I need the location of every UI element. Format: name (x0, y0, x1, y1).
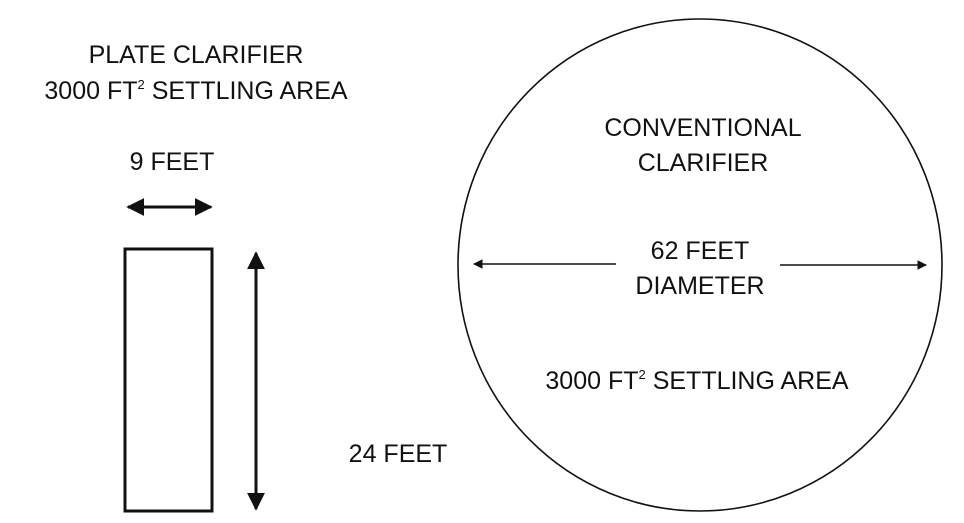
plate-clarifier-title: PLATE CLARIFIER (89, 41, 304, 69)
conventional-settling-area: 3000 FT2 SETTLING AREA (545, 367, 849, 395)
diameter-word-label: DIAMETER (635, 272, 764, 300)
conventional-clarifier-title: CONVENTIONAL (604, 114, 801, 142)
plate-clarifier-rectangle (123, 247, 214, 513)
plate-length-label: 24 FEET (349, 440, 448, 468)
plate-clarifier-area: 3000 FT2 SETTLING AREA (44, 77, 348, 105)
conventional-clarifier-subtitle: CLARIFIER (638, 149, 769, 177)
conventional-clarifier-circle (457, 18, 943, 512)
diameter-value-label: 62 FEET (651, 237, 750, 265)
plate-width-label: 9 FEET (130, 148, 215, 176)
